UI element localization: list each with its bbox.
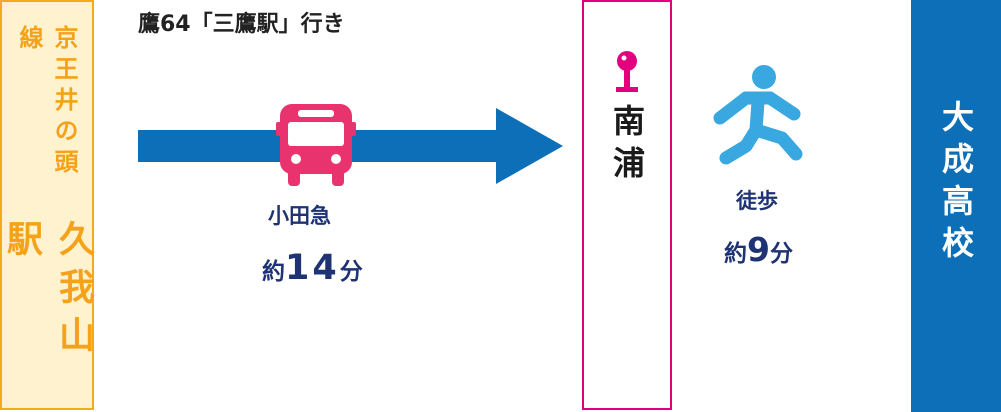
bus-time-prefix: 約 — [262, 259, 285, 285]
bus-time-value: 14 — [285, 248, 340, 288]
bus-route-label: 鷹64「三鷹駅」行き — [138, 12, 345, 37]
destination-box: 大成高校 — [911, 0, 1001, 412]
bus-stop-box: 南浦 — [582, 0, 672, 410]
walking-person-icon — [713, 65, 803, 165]
bus-company-label: 小田急 — [268, 204, 331, 228]
origin-station-box: 京王井の頭線 久我山駅 — [0, 0, 94, 410]
walk-label: 徒歩 — [736, 189, 778, 213]
walk-time-prefix: 約 — [724, 241, 747, 267]
walk-time-unit: 分 — [769, 241, 793, 267]
bus-stop-name: 南浦 — [608, 104, 646, 188]
bus-stop-pin-icon — [616, 51, 638, 92]
bus-icon — [276, 104, 356, 186]
origin-line-name: 京王井の頭線 — [15, 25, 78, 180]
walk-travel-time: 約9分 — [724, 230, 793, 269]
bus-travel-time: 約14分 — [262, 248, 363, 288]
destination-name: 大成高校 — [937, 100, 975, 268]
walk-time-value: 9 — [747, 230, 770, 269]
origin-station-name: 久我山駅 — [1, 219, 94, 364]
bus-time-unit: 分 — [339, 259, 363, 285]
